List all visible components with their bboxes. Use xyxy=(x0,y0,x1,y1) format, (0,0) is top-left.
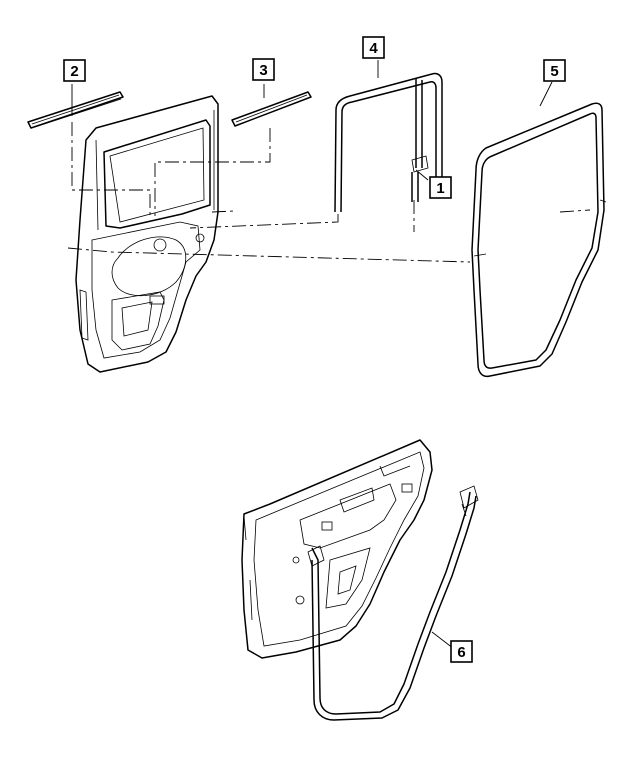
svg-text:1: 1 xyxy=(436,180,444,197)
svg-text:5: 5 xyxy=(550,63,558,80)
callout-3: 3 xyxy=(252,58,275,81)
svg-text:3: 3 xyxy=(259,62,267,79)
rear-door-shell-upper xyxy=(75,95,219,373)
callout-4: 4 xyxy=(362,36,385,59)
svg-text:6: 6 xyxy=(457,644,465,661)
part-5-door-weatherstrip xyxy=(471,102,607,378)
part-4-glass-run-channel xyxy=(334,72,443,213)
callout-2: 2 xyxy=(63,59,86,82)
rear-door-shell-lower xyxy=(241,439,433,659)
svg-text:2: 2 xyxy=(70,63,78,80)
part-2-belt-weatherstrip xyxy=(27,91,124,129)
part-3-belt-weatherstrip xyxy=(231,91,312,127)
callout-1: 1 xyxy=(429,176,452,199)
assembly-lines xyxy=(67,122,591,263)
callout-6: 6 xyxy=(450,640,473,663)
svg-text:4: 4 xyxy=(369,40,378,57)
callout-5: 5 xyxy=(543,59,566,82)
part-6-door-seal xyxy=(307,485,479,721)
